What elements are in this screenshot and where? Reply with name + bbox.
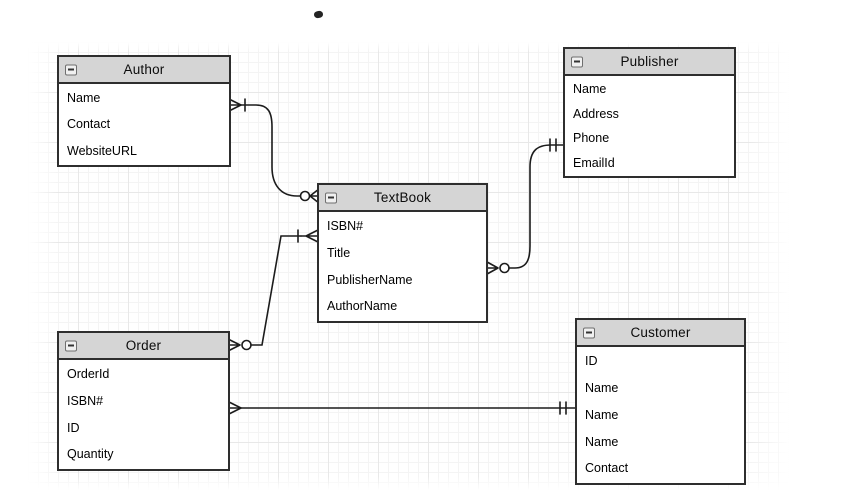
entity-field[interactable]: Phone bbox=[573, 131, 610, 145]
entity-field[interactable]: Title bbox=[327, 245, 351, 260]
entity-title: Author bbox=[123, 62, 165, 77]
entity-field[interactable]: Quantity bbox=[67, 447, 114, 462]
crowsfoot-many-icon bbox=[300, 229, 318, 243]
entity-field[interactable]: Contact bbox=[585, 461, 629, 476]
collapse-minus-icon[interactable] bbox=[583, 327, 595, 338]
crowsfoot-many-icon bbox=[229, 401, 242, 415]
connector-order-customer[interactable] bbox=[229, 401, 576, 415]
entity-field[interactable]: WebsiteURL bbox=[67, 143, 137, 158]
entity-field[interactable]: Contact bbox=[67, 117, 111, 132]
connector-author-textbook[interactable] bbox=[230, 98, 318, 203]
entity-field[interactable]: AuthorName bbox=[327, 299, 398, 314]
entity-title: Order bbox=[125, 338, 162, 353]
cardinality-zero-icon bbox=[241, 339, 252, 351]
crowsfoot-many-icon bbox=[309, 189, 318, 203]
entity-publisher-header: Publisher bbox=[565, 49, 734, 76]
cardinality-zero-icon bbox=[499, 262, 510, 274]
connector-order-textbook[interactable] bbox=[229, 229, 318, 351]
entity-author-header: Author bbox=[59, 57, 229, 84]
crowsfoot-many-icon bbox=[230, 99, 242, 111]
crowsfoot-many-icon bbox=[487, 261, 499, 275]
entity-field[interactable]: Name bbox=[585, 407, 619, 422]
connector-line bbox=[250, 235, 302, 346]
entity-order-header: Order bbox=[59, 333, 228, 360]
entity-customer-header: Customer bbox=[577, 320, 744, 347]
entity-title: Publisher bbox=[620, 54, 679, 69]
connector-line bbox=[240, 104, 301, 197]
entity-field[interactable]: Name bbox=[585, 434, 619, 449]
entity-field[interactable]: Name bbox=[585, 380, 619, 395]
collapse-minus-icon[interactable] bbox=[65, 64, 77, 75]
entity-field[interactable]: Name bbox=[67, 90, 101, 105]
entity-field[interactable]: ID bbox=[67, 420, 80, 435]
entity-title: TextBook bbox=[373, 190, 432, 205]
entity-field[interactable]: Address bbox=[573, 106, 619, 121]
entity-field[interactable]: OrderId bbox=[67, 367, 110, 382]
connector-textbook-publisher[interactable] bbox=[487, 138, 564, 275]
entity-field[interactable]: Name bbox=[573, 82, 607, 96]
connector-line bbox=[508, 144, 564, 269]
collapse-minus-icon[interactable] bbox=[325, 192, 337, 203]
entity-title: Customer bbox=[630, 325, 691, 340]
entity-textbook-header: TextBook bbox=[319, 185, 486, 212]
entity-field[interactable]: PublisherName bbox=[327, 272, 413, 287]
collapse-minus-icon[interactable] bbox=[65, 340, 77, 351]
entity-field[interactable]: ISBN# bbox=[327, 219, 364, 234]
crowsfoot-many-icon bbox=[229, 339, 241, 351]
cardinality-zero-icon bbox=[299, 190, 311, 202]
entity-field[interactable]: ISBN# bbox=[67, 393, 104, 408]
entity-field[interactable]: ID bbox=[585, 354, 598, 369]
collapse-minus-icon[interactable] bbox=[571, 56, 583, 67]
entity-field[interactable]: EmailId bbox=[573, 155, 615, 170]
